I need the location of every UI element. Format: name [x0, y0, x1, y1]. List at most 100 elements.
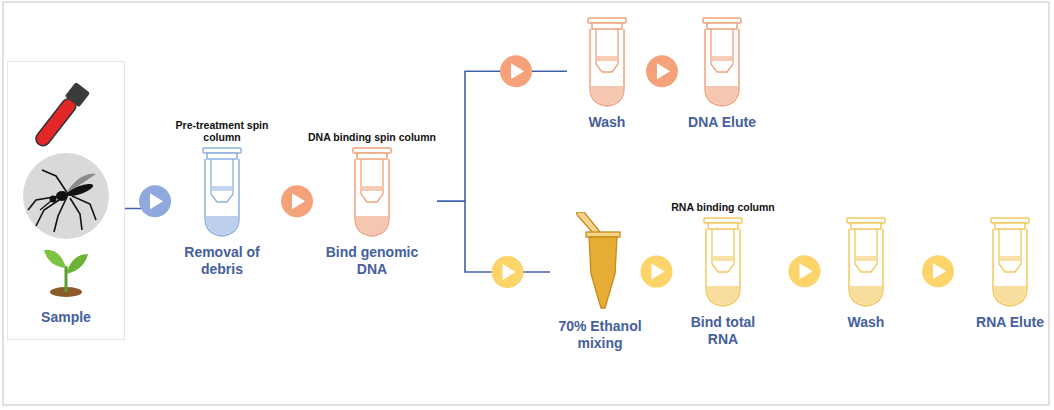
column-label: Pre-treatment spin column	[157, 119, 287, 143]
step-label: Sample	[41, 309, 91, 326]
arrow-head	[657, 63, 670, 79]
step-label: Removal of debris	[172, 244, 272, 278]
step-label: Wash	[589, 114, 626, 131]
play-button	[139, 185, 171, 217]
arrow-head	[503, 264, 516, 280]
arrow-head	[150, 193, 163, 209]
spin-column-icon	[697, 16, 747, 108]
process-step: RNA binding columnBind total RNA	[663, 201, 783, 348]
play-button	[492, 256, 524, 288]
column-insert	[999, 229, 1021, 272]
play-button	[500, 55, 532, 87]
play-button	[641, 256, 673, 288]
column-collar	[995, 223, 1025, 229]
mosquito-leg	[72, 196, 96, 220]
membrane	[362, 186, 382, 191]
tube-cap	[65, 81, 90, 106]
collection-tube	[705, 29, 739, 106]
flow-arrow	[437, 55, 567, 201]
process-step: Wash	[567, 16, 647, 131]
mosquito-icon	[28, 170, 96, 232]
column-collar	[207, 153, 237, 159]
play-button	[281, 185, 313, 217]
collection-tube	[706, 229, 740, 306]
column-collar	[708, 223, 738, 229]
connector-line	[437, 201, 550, 272]
column-label: RNA binding column	[671, 201, 774, 213]
column-collar	[707, 23, 737, 29]
step-label: Bind total RNA	[683, 314, 763, 348]
play-button	[922, 255, 954, 287]
process-step: DNA binding spin columnBind genomic DNA	[307, 131, 437, 278]
leaf	[66, 254, 88, 274]
process-step: RNA Elute	[970, 216, 1050, 331]
flow-arrow	[783, 255, 826, 287]
mosquito-wing	[66, 173, 96, 192]
play-button	[646, 55, 678, 87]
spin-column-icon	[985, 216, 1035, 308]
collection-tube	[849, 229, 883, 306]
spin-column-icon	[347, 146, 397, 238]
mosquito-thorax	[56, 191, 68, 201]
column-insert	[596, 29, 618, 72]
collection-tube	[355, 159, 389, 236]
sample-panel: Sample	[7, 61, 125, 341]
column-insert	[855, 229, 877, 272]
arrow-head	[800, 263, 813, 279]
plant-icon	[44, 249, 88, 296]
column-insert	[361, 159, 383, 202]
mosquito-leg	[70, 198, 82, 230]
spin-column-icon	[197, 146, 247, 238]
step-label: 70% Ethanol mixing	[550, 318, 650, 352]
collection-tube	[590, 29, 624, 106]
tube-lid	[577, 212, 601, 234]
flow-arrow	[437, 201, 550, 288]
collection-tube	[205, 159, 239, 236]
stem	[65, 266, 68, 292]
process-step: 70% Ethanol mixing	[550, 212, 650, 352]
arrow-head	[511, 63, 524, 79]
microtube-icon	[572, 212, 628, 312]
membrane	[856, 256, 876, 261]
spin-column-icon	[698, 216, 748, 308]
sample-circle	[23, 153, 109, 239]
sample-icons	[11, 68, 121, 303]
membrane	[713, 256, 733, 261]
blood-tube	[32, 81, 91, 149]
membrane	[597, 56, 617, 61]
arrow-head	[292, 193, 305, 209]
process-step: DNA Elute	[677, 16, 767, 131]
step-label: DNA Elute	[688, 114, 756, 131]
membrane	[1000, 256, 1020, 261]
spin-column-icon	[582, 16, 632, 108]
step-label: RNA Elute	[976, 314, 1044, 331]
mosquito-leg	[42, 170, 68, 194]
membrane	[212, 186, 232, 191]
spin-column-icon	[841, 216, 891, 308]
column-collar	[357, 153, 387, 159]
column-label: DNA binding spin column	[308, 131, 436, 143]
column-insert	[712, 229, 734, 272]
play-button	[789, 255, 821, 287]
mosquito-proboscis	[40, 201, 51, 210]
flow-arrow	[281, 185, 313, 217]
flow-arrow	[125, 185, 171, 217]
column-collar	[592, 23, 622, 29]
arrow-head	[652, 264, 665, 280]
flow-arrow	[906, 255, 970, 287]
connector-line	[437, 71, 567, 201]
collection-tube	[993, 229, 1027, 306]
column-insert	[211, 159, 233, 202]
microtube	[589, 237, 617, 308]
step-label: Wash	[848, 314, 885, 331]
leaf	[44, 249, 66, 267]
column-insert	[711, 29, 733, 72]
arrow-head	[933, 263, 946, 279]
mosquito-leg	[28, 196, 60, 210]
flow-arrow	[646, 55, 678, 87]
tube-body	[33, 95, 79, 148]
tube-rim	[586, 232, 620, 237]
column-collar	[851, 223, 881, 229]
